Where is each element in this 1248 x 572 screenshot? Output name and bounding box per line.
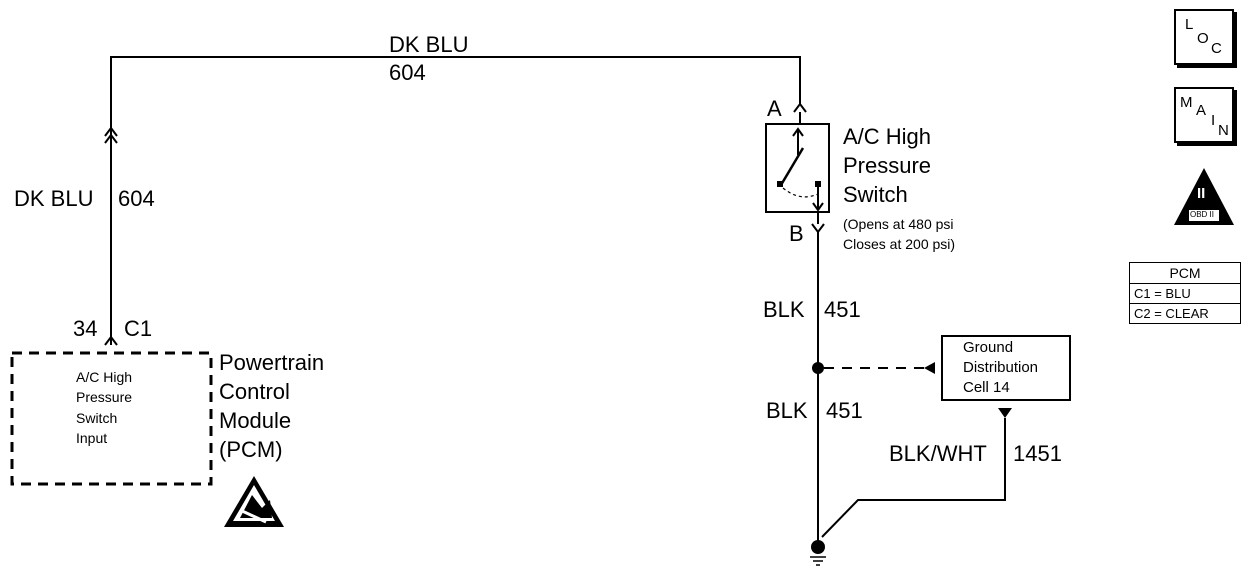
pcm-title-line: Control (219, 379, 290, 404)
connector-chevron-icon (104, 126, 118, 137)
obd-ii-icon (1174, 168, 1234, 225)
pcm-title-line: Module (219, 408, 292, 433)
pcm-title-line: (PCM) (219, 437, 283, 462)
obd-label: OBD II (1190, 210, 1215, 219)
lower-wire-circuit: 451 (826, 398, 863, 423)
pcm-legend-header: PCM (1130, 263, 1240, 284)
connector-chevron-icon (104, 133, 118, 144)
ground-wire-color: BLK/WHT (889, 441, 987, 466)
connector-chevron-icon (793, 102, 807, 113)
pcm-title-line: Powertrain (219, 350, 325, 375)
switch-title-line: A/C High (843, 124, 932, 149)
pcm-legend-row: C2 = CLEAR (1130, 303, 1240, 323)
switch-title-line: Switch (843, 182, 908, 207)
ground-distribution-box (941, 335, 1071, 401)
ground-wire-circuit: 1451 (1013, 441, 1062, 466)
pcm-module-box (10, 351, 213, 486)
connector-chevron-icon (811, 223, 825, 234)
top-wire-circuit: 604 (389, 60, 426, 85)
switch-pin-b: B (789, 221, 804, 246)
wire-dk-blu-604 (110, 56, 801, 345)
pcm-box-line: Switch (76, 410, 118, 426)
upper-wire-color: BLK (763, 297, 805, 322)
loc-icon[interactable]: L O C (1174, 9, 1234, 65)
ground-dist-line: Distribution (963, 359, 1039, 376)
pcm-box-line: Pressure (76, 389, 133, 405)
splice-dot (812, 362, 824, 374)
wire-blk-wht-1451 (821, 418, 1006, 538)
ground-point (811, 540, 825, 554)
top-wire-color: DK BLU (389, 32, 469, 57)
pcm-connector-id: C1 (124, 316, 153, 341)
ground-dist-line: Cell 14 (963, 379, 1010, 396)
pcm-legend-row: C1 = BLU (1134, 286, 1191, 301)
switch-pin-a: A (767, 96, 782, 121)
connector-chevron-icon (104, 335, 118, 346)
obd-numeral: II (1197, 185, 1206, 202)
switch-note-line: (Opens at 480 psi (843, 216, 954, 232)
left-wire-color: DK BLU (14, 186, 94, 211)
pcm-pin-number: 34 (73, 316, 98, 341)
main-icon[interactable]: M A I N (1174, 87, 1234, 143)
pcm-box-line: Input (76, 430, 108, 446)
switch-note-line: Closes at 200 psi) (843, 236, 956, 252)
switch-title-line: Pressure (843, 153, 932, 178)
pcm-connector-legend: PCM C1 = BLU C2 = CLEAR (1129, 262, 1241, 324)
lower-wire-color: BLK (766, 398, 808, 423)
ground-dist-line: Ground (963, 339, 1014, 356)
pcm-box-line: A/C High (76, 369, 133, 385)
esd-warning-icon (224, 476, 284, 527)
upper-wire-circuit: 451 (824, 297, 861, 322)
left-wire-circuit: 604 (118, 186, 155, 211)
